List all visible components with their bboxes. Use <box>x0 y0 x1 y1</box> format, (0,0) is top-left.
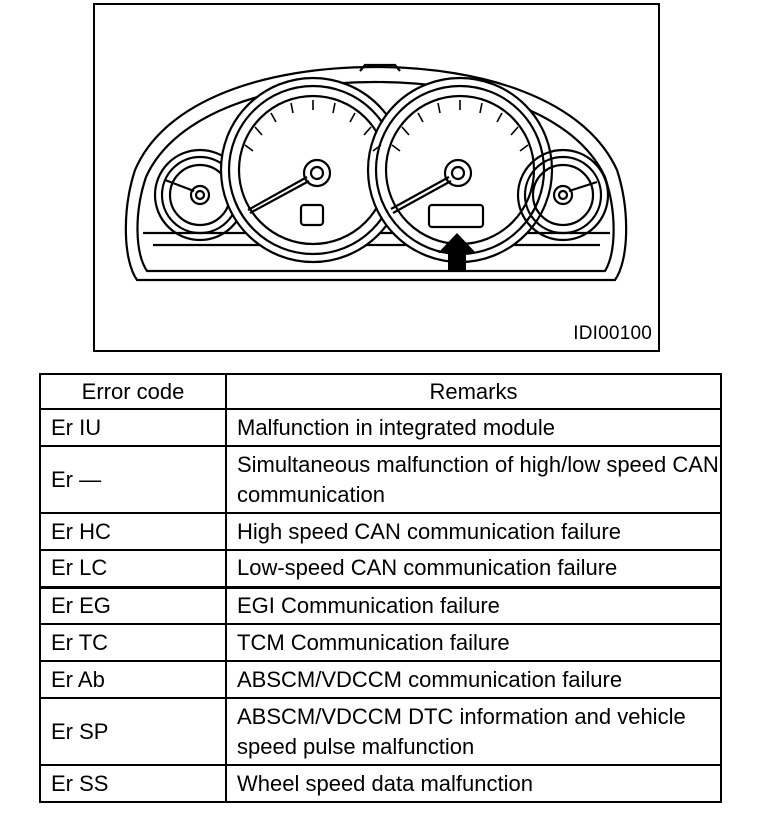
remarks-cell: ABSCM/VDCCM DTC information and vehicle … <box>225 697 722 766</box>
error-code-cell: Er LC <box>39 549 227 588</box>
remarks-cell: Simultaneous malfunction of high/low spe… <box>225 445 722 514</box>
error-code-cell: Er IU <box>39 408 227 447</box>
error-code-cell: Er TC <box>39 623 227 662</box>
error-code-cell: Er — <box>39 445 227 514</box>
table-row: Er TC TCM Communication failure <box>39 623 722 662</box>
table-row: Er SP ABSCM/VDCCM DTC information and ve… <box>39 697 722 766</box>
instrument-cluster-illustration <box>124 63 628 282</box>
arrow-up-icon <box>438 233 476 271</box>
header-remarks: Remarks <box>225 373 722 410</box>
table-row: Er Ab ABSCM/VDCCM communication failure <box>39 660 722 699</box>
error-code-cell: Er EG <box>39 585 227 625</box>
remarks-cell: High speed CAN communication failure <box>225 512 722 551</box>
error-code-cell: Er SS <box>39 764 227 803</box>
table-row: Er LC Low-speed CAN communication failur… <box>39 549 722 588</box>
remarks-cell: Malfunction in integrated module <box>225 408 722 447</box>
error-code-table: Error code Remarks Er IU Malfunction in … <box>39 373 722 803</box>
table-header-row: Error code Remarks <box>39 373 722 410</box>
figure-id: IDI00100 <box>573 323 652 344</box>
error-code-cell: Er HC <box>39 512 227 551</box>
error-code-cell: Er Ab <box>39 660 227 699</box>
table-row: Er SS Wheel speed data malfunction <box>39 764 722 803</box>
remarks-cell: EGI Communication failure <box>225 585 722 625</box>
remarks-cell: Wheel speed data malfunction <box>225 764 722 803</box>
error-code-cell: Er SP <box>39 697 227 766</box>
table-row: Er HC High speed CAN communication failu… <box>39 512 722 551</box>
table-row: Er EG EGI Communication failure <box>39 585 722 625</box>
remarks-cell: Low-speed CAN communication failure <box>225 549 722 588</box>
table-row: Er IU Malfunction in integrated module <box>39 408 722 447</box>
remarks-cell: TCM Communication failure <box>225 623 722 662</box>
remarks-cell: ABSCM/VDCCM communication failure <box>225 660 722 699</box>
table-row: Er — Simultaneous malfunction of high/lo… <box>39 445 722 514</box>
header-error-code: Error code <box>39 373 227 410</box>
instrument-cluster-figure: IDI00100 <box>93 3 660 352</box>
